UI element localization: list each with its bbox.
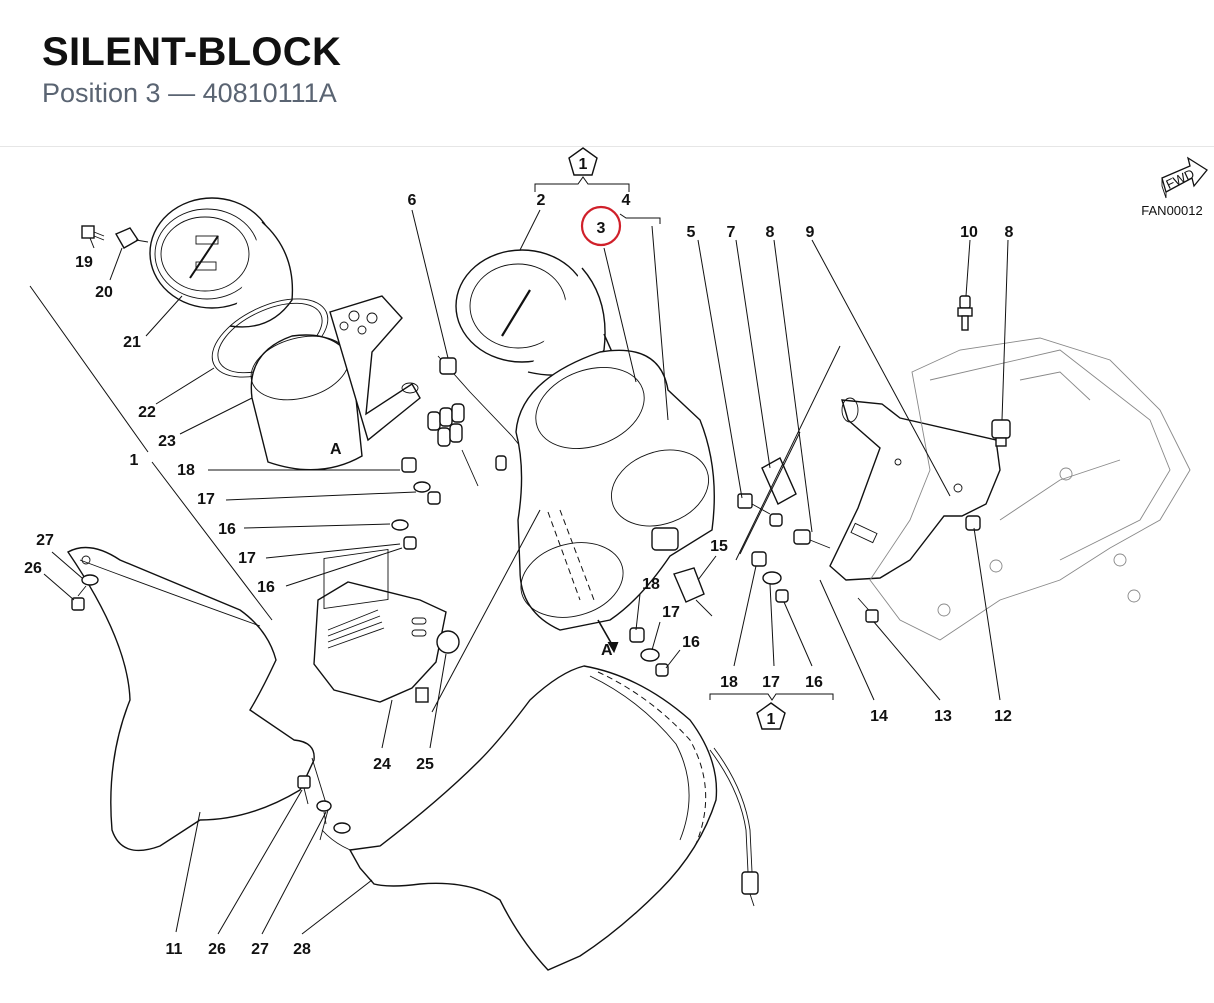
tachometer-gauge	[455, 249, 613, 376]
callout-28: 28	[293, 941, 311, 958]
callout-8: 8	[766, 224, 775, 241]
grommets-centre	[629, 627, 669, 677]
cable-and-bulbs	[427, 355, 521, 487]
callout-17-right: 17	[762, 674, 780, 691]
group-bracket-bottom: 1	[709, 693, 834, 730]
callout-16-left-a: 16	[218, 521, 236, 538]
group-marker-pentagon	[568, 147, 598, 176]
callout-27-bottom: 27	[251, 941, 269, 958]
spacer-7	[761, 457, 797, 505]
mounting-bracket-14	[829, 397, 1001, 581]
drawing-code: FAN00012	[1141, 203, 1202, 218]
group-marker-pentagon-bottom	[756, 702, 786, 730]
callout-18-right: 18	[720, 674, 738, 691]
grommet-12	[965, 515, 981, 531]
callout-20: 20	[95, 284, 113, 301]
callout-17-centre: 17	[662, 604, 680, 621]
group-marker-label-bottom: 1	[767, 711, 776, 728]
callout-26-left: 26	[24, 560, 42, 577]
screws-26-27-left	[71, 574, 99, 611]
screw-19	[81, 225, 105, 241]
callout-9: 9	[806, 224, 815, 241]
callout-11: 11	[166, 941, 183, 958]
callout-4: 4	[622, 192, 631, 209]
screw-13	[857, 597, 879, 623]
highlighted-position-ring	[580, 205, 622, 247]
callout-17-left-b: 17	[238, 550, 256, 567]
view-marker-centre: A	[601, 642, 613, 659]
speedo-cable	[709, 747, 759, 907]
nipple-10	[957, 295, 973, 331]
callout-26-bottom: 26	[208, 941, 226, 958]
callout-27-left: 27	[36, 532, 54, 549]
callout-24: 24	[373, 756, 391, 773]
fairing-11	[66, 546, 371, 857]
speedometer-gauge	[149, 197, 300, 330]
grommets-left	[391, 457, 441, 550]
silent-block-15	[673, 567, 713, 617]
group-bracket-top: 1	[534, 147, 630, 192]
fwd-label: FWD	[1164, 166, 1197, 192]
fwd-arrow-icon: FWD	[1161, 156, 1208, 199]
bulb-25	[436, 630, 460, 654]
grommets-right	[751, 551, 789, 603]
callout-15: 15	[710, 538, 728, 555]
callout-18-left: 18	[177, 462, 195, 479]
callout-19: 19	[75, 254, 93, 271]
callout-3: 3	[597, 220, 606, 237]
callout-21: 21	[123, 334, 141, 351]
group-marker-label: 1	[579, 156, 588, 173]
page-subtitle: Position 3 — 40810111A	[42, 78, 337, 108]
callout-25: 25	[416, 756, 434, 773]
callout-7: 7	[727, 224, 736, 241]
leader-lines	[29, 209, 1009, 935]
callout-16-left-b: 16	[257, 579, 275, 596]
callout-22: 22	[138, 404, 156, 421]
frame-headstock	[869, 337, 1191, 641]
callout-10: 10	[960, 224, 978, 241]
warning-light-unit-24	[313, 548, 447, 703]
screws-26-27-right	[297, 775, 351, 834]
grommet-8-top	[991, 419, 1011, 447]
view-marker-left: A	[330, 441, 342, 458]
callout-6: 6	[408, 192, 417, 209]
page-title: SILENT-BLOCK	[42, 30, 342, 74]
callout-13: 13	[934, 708, 952, 725]
callout-14: 14	[870, 708, 888, 725]
fairing-28	[348, 665, 718, 971]
gauge-holder-23: A	[250, 295, 421, 471]
knob-20	[115, 227, 149, 249]
callout-5: 5	[687, 224, 696, 241]
callout-labels: 1 2 3 4 5 6 7 8 9 10 8 19 20 21 22 23 18…	[24, 192, 1013, 958]
screw-5-and-washers	[737, 493, 831, 549]
callout-8-right: 8	[1005, 224, 1014, 241]
page-header: SILENT-BLOCK Position 3 — 40810111A	[0, 0, 1214, 147]
instrument-housing-4: A	[515, 349, 715, 659]
callout-16-right: 16	[805, 674, 823, 691]
callout-12: 12	[994, 708, 1012, 725]
callout-18-centre: 18	[642, 576, 660, 593]
callout-23: 23	[158, 433, 176, 450]
callout-2: 2	[537, 192, 546, 209]
callout-16-centre: 16	[682, 634, 700, 651]
callout-17-left-a: 17	[197, 491, 215, 508]
callout-1: 1	[130, 452, 139, 469]
